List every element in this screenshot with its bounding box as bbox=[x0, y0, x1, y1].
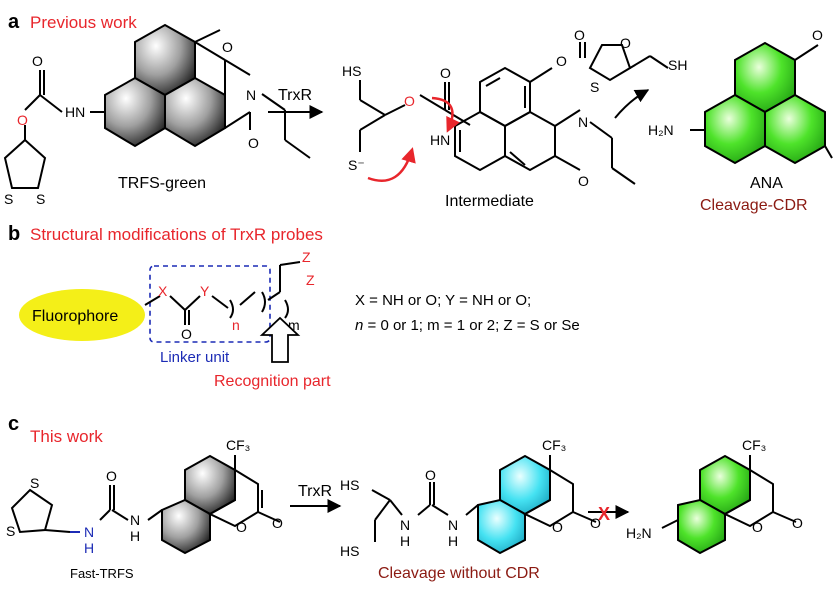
atom-o: O bbox=[236, 519, 247, 535]
trfs-green-structure bbox=[3, 23, 311, 189]
recognition-part-label: Recognition part bbox=[214, 373, 331, 390]
atom-o: O bbox=[752, 519, 763, 535]
atom-s: S bbox=[590, 79, 599, 95]
mechanism-arrow-1 bbox=[367, 147, 416, 183]
panel-b-heading: Structural modifications of TrxR probes bbox=[30, 225, 323, 244]
atom-hn: HN bbox=[65, 104, 85, 120]
amino-coumarin-structure bbox=[661, 454, 797, 555]
atom-n: N bbox=[448, 517, 458, 533]
conditions-line-2: n = 0 or 1; m = 1 or 2; Z = S or Se bbox=[355, 317, 580, 334]
atom-o-red: O bbox=[404, 93, 415, 109]
atom-o: O bbox=[574, 27, 585, 43]
atom-s: S bbox=[4, 191, 13, 207]
recognition-arrow bbox=[259, 316, 301, 363]
atom-s: S bbox=[36, 191, 45, 207]
atom-o: O bbox=[552, 519, 563, 535]
atom-o: O bbox=[578, 173, 589, 189]
atom-o: O bbox=[556, 53, 567, 69]
panel-c-letter: c bbox=[8, 413, 19, 435]
ana-structure bbox=[690, 41, 833, 165]
generic-probe-skeleton bbox=[144, 261, 301, 325]
product-name-ana: ANA bbox=[750, 175, 783, 192]
fluorophore-ellipse bbox=[19, 289, 145, 341]
atom-s: S bbox=[30, 475, 39, 491]
atom-hs: HS bbox=[340, 477, 359, 493]
atom-hs: HS bbox=[342, 63, 361, 79]
panel-a-letter: a bbox=[8, 11, 20, 33]
fast-trfs-structure bbox=[10, 454, 281, 555]
atom-o: O bbox=[792, 515, 803, 531]
atom-n: N bbox=[246, 87, 256, 103]
atom-o: O bbox=[106, 468, 117, 484]
atom-o: O bbox=[620, 35, 631, 51]
atom-o: O bbox=[590, 515, 601, 531]
panel-c-heading: This work bbox=[30, 427, 103, 446]
atom-o: O bbox=[272, 515, 283, 531]
atom-o: O bbox=[181, 326, 192, 342]
arrow-label-trxr: TrxR bbox=[278, 87, 312, 104]
atom-hs: HS bbox=[340, 543, 359, 559]
atom-o: O bbox=[440, 65, 451, 81]
intermediate-label: Intermediate bbox=[445, 193, 534, 210]
subscript-m: m bbox=[288, 317, 300, 333]
panel-b-letter: b bbox=[8, 223, 20, 245]
atom-n: N bbox=[578, 114, 588, 130]
atom-cf3: CF₃ bbox=[742, 437, 766, 453]
subscript-n: n bbox=[232, 317, 240, 333]
atom-cf3: CF₃ bbox=[542, 437, 566, 453]
atom-o: O bbox=[812, 27, 823, 43]
atom-o: O bbox=[222, 39, 233, 55]
blocked-mark: X bbox=[598, 504, 610, 524]
atom-n: N bbox=[130, 512, 140, 528]
atom-o: O bbox=[425, 467, 436, 483]
atom-s: S bbox=[6, 523, 15, 539]
released-fragment bbox=[579, 42, 669, 82]
atom-s-minus: S⁻ bbox=[348, 157, 365, 173]
linker-unit-box bbox=[149, 265, 271, 343]
product-note-cleavage-cdr: Cleavage-CDR bbox=[700, 197, 808, 214]
atom-h: H bbox=[130, 528, 140, 544]
conditions-n: n bbox=[355, 317, 363, 334]
atom-y: Y bbox=[200, 283, 210, 299]
probe-name-fast-trfs: Fast-TRFS bbox=[70, 566, 134, 581]
atom-n: N bbox=[400, 517, 410, 533]
probe-name-trfs-green: TRFS-green bbox=[118, 175, 206, 192]
atom-sh: SH bbox=[668, 57, 687, 73]
release-arrow bbox=[614, 89, 650, 119]
atom-o: O bbox=[248, 135, 259, 151]
fluorophore-label: Fluorophore bbox=[32, 308, 118, 325]
cleaved-urea-structure bbox=[371, 454, 597, 555]
product-note-no-cdr: Cleavage without CDR bbox=[378, 565, 540, 582]
conditions-line-1: X = NH or O; Y = NH or O; bbox=[355, 292, 531, 309]
panel-a-heading: Previous work bbox=[30, 13, 137, 32]
atom-h2n: H₂N bbox=[648, 122, 674, 138]
intermediate-structure bbox=[359, 66, 636, 185]
atom-h2n: H₂N bbox=[626, 525, 652, 541]
conditions-rest: = 0 or 1; m = 1 or 2; Z = S or Se bbox=[363, 317, 579, 334]
linker-unit-label: Linker unit bbox=[160, 349, 230, 366]
atom-o-ester: O bbox=[17, 112, 28, 128]
atom-h: H bbox=[400, 533, 410, 549]
atom-h-blue: H bbox=[84, 540, 94, 556]
atom-x: X bbox=[158, 283, 168, 299]
arrow-label-trxr-c: TrxR bbox=[298, 483, 332, 500]
atom-o: O bbox=[32, 53, 43, 69]
atom-hn: HN bbox=[430, 132, 450, 148]
atom-z: Z bbox=[302, 249, 311, 265]
atom-cf3: CF₃ bbox=[226, 437, 250, 453]
atom-z: Z bbox=[306, 272, 315, 288]
mechanism-arrow-2 bbox=[431, 96, 460, 133]
atom-nh-blue: N bbox=[84, 524, 94, 540]
atom-h: H bbox=[448, 533, 458, 549]
